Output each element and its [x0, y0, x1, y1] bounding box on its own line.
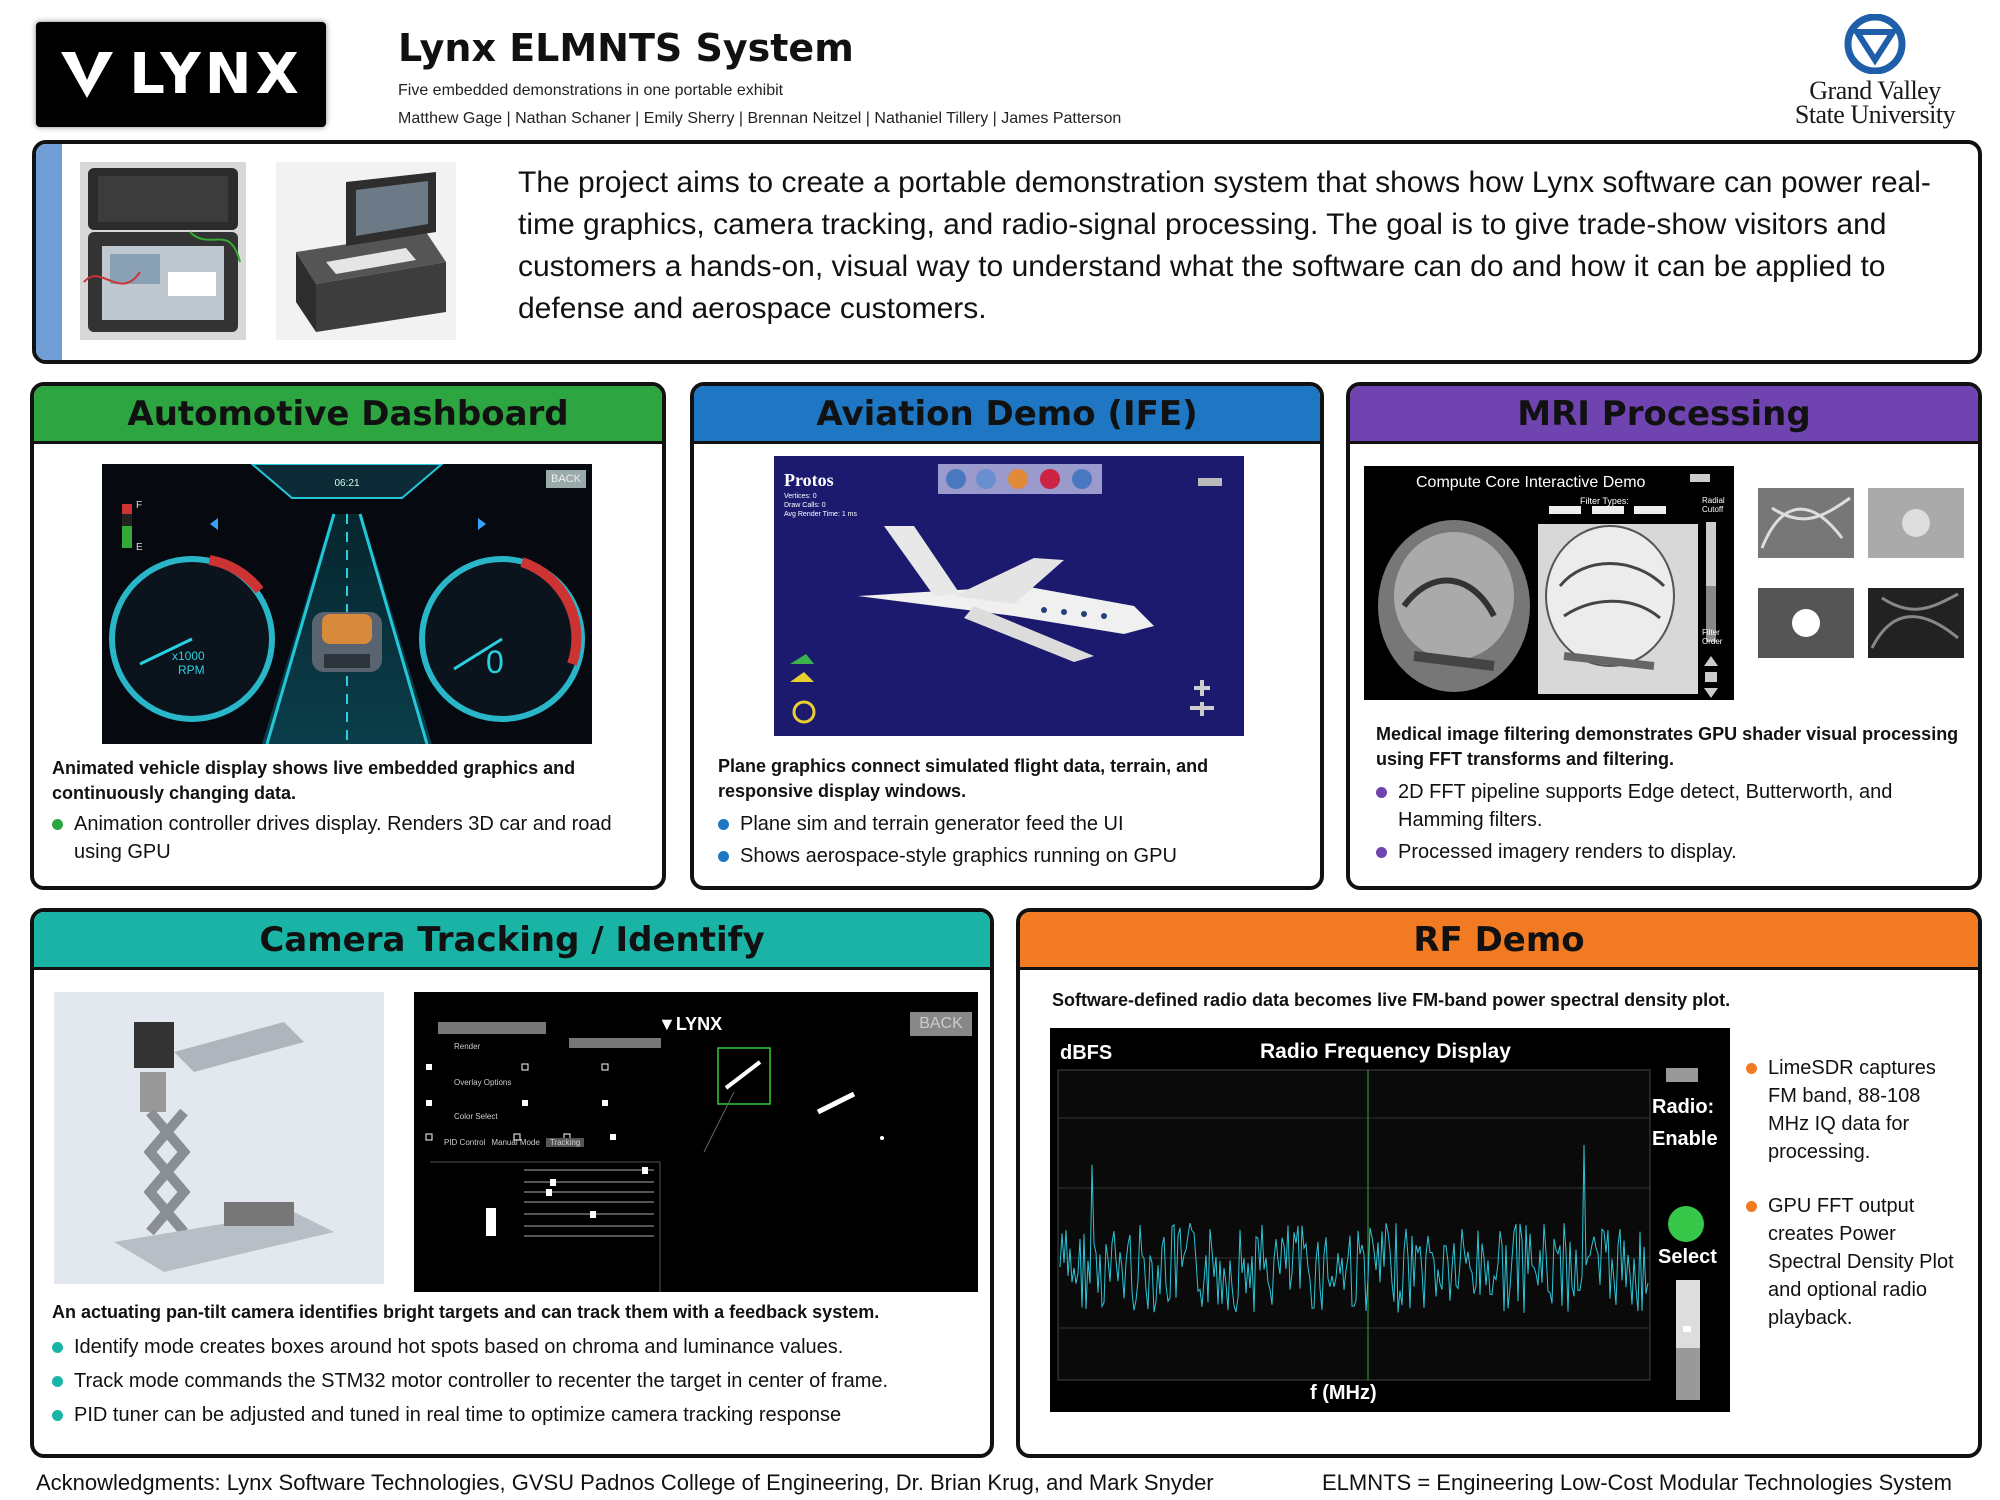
- bullet-icon: [1746, 1201, 1757, 1212]
- rf-lead: Software-defined radio data becomes live…: [1052, 990, 1731, 1010]
- list-item: Shows aerospace-style graphics running o…: [718, 842, 1308, 870]
- select-label: Select: [1658, 1246, 1717, 1268]
- speed-value: 0: [486, 644, 504, 680]
- fuel-empty-label: E: [136, 542, 143, 553]
- mri-filter-order-label: Filter Order: [1702, 628, 1723, 646]
- bullet-icon: [1376, 847, 1387, 858]
- automotive-description: Animated vehicle display shows live embe…: [52, 756, 652, 866]
- bullet-icon: [52, 819, 63, 830]
- mri-filter-types-label: Filter Types:: [1580, 496, 1629, 506]
- radio-label: Radio:: [1652, 1096, 1715, 1118]
- camera-panel: Camera Tracking / Identify: [30, 908, 994, 1458]
- rpm-unit-label: x1000: [172, 649, 205, 663]
- list-item: GPU FFT output creates Power Spectral De…: [1746, 1192, 1966, 1332]
- list-item: Animation controller drives display. Ren…: [52, 810, 652, 866]
- bullet-icon: [52, 1410, 63, 1421]
- camera-title: Camera Tracking / Identify: [34, 912, 990, 970]
- pan-tilt-camera-render: [54, 992, 384, 1284]
- author-list: Matthew Gage | Nathan Schaner | Emily Sh…: [398, 110, 1122, 127]
- render-options-label: Render: [454, 1042, 481, 1051]
- tab-manual-mode[interactable]: Manual Mode: [491, 1138, 540, 1147]
- mri-demo-screen: Compute Core Interactive Demo Filter Typ…: [1364, 466, 1734, 700]
- exhibit-case-render: [276, 162, 456, 340]
- stat-line: Draw Calls: 0: [784, 502, 826, 509]
- rf-y-axis-label: dBFS: [1060, 1042, 1113, 1064]
- mri-lead: Medical image filtering demonstrates GPU…: [1376, 724, 1959, 769]
- tracking-tab-bar: PID Control Manual Mode Tracking: [444, 1138, 585, 1147]
- dashboard-clock: 06:21: [334, 478, 360, 489]
- university-name-line1: Grand Valley: [1809, 76, 1941, 105]
- list-item: LimeSDR captures FM band, 88-108 MHz IQ …: [1746, 1054, 1966, 1166]
- bullet-icon: [718, 851, 729, 862]
- list-item: Identify mode creates boxes around hot s…: [52, 1333, 982, 1361]
- aviation-panel: Aviation Demo (IFE) Protos Verti: [690, 382, 1324, 890]
- rf-display-title: Radio Frequency Display: [1260, 1040, 1511, 1063]
- mri-screen-heading: Compute Core Interactive Demo: [1416, 474, 1646, 491]
- render-stats: Vertices: 0 Draw Calls: 0 Avg Render Tim…: [784, 492, 857, 519]
- tab-tracking[interactable]: Tracking: [545, 1138, 585, 1147]
- automotive-title: Automotive Dashboard: [34, 386, 662, 444]
- overlay-options-label: Overlay Options: [454, 1078, 512, 1087]
- lynx-v-icon: [61, 51, 114, 98]
- rf-panel: RF Demo Software-defined radio data beco…: [1016, 908, 1982, 1458]
- aviation-lead: Plane graphics connect simulated flight …: [718, 756, 1209, 801]
- camera-lead: An actuating pan-tilt camera identifies …: [52, 1302, 880, 1322]
- list-item: PID tuner can be adjusted and tuned in r…: [52, 1401, 982, 1429]
- tracking-ui-screen: ▼LYNX BACK Render Overlay Options Color …: [414, 992, 978, 1292]
- acronym-definition: ELMNTS = Engineering Low-Cost Modular Te…: [1322, 1470, 1952, 1495]
- list-item: Plane sim and terrain generator feed the…: [718, 810, 1308, 838]
- bullet-icon: [1376, 787, 1387, 798]
- intro-text: The project aims to create a portable de…: [518, 166, 1931, 325]
- list-item: 2D FFT pipeline supports Edge detect, Bu…: [1376, 778, 1966, 834]
- aviation-description: Plane graphics connect simulated flight …: [718, 754, 1308, 870]
- gvsu-logo: Grand Valley State University: [1770, 13, 1980, 129]
- rpm-label: RPM: [178, 663, 205, 677]
- fuel-full-label: F: [136, 500, 143, 511]
- exhibit-case-photo: [80, 162, 246, 340]
- lynx-logo-text: LYNX: [129, 42, 303, 107]
- aviation-app-name: Protos: [784, 470, 834, 490]
- rf-title: RF Demo: [1020, 912, 1978, 970]
- stat-line: Vertices: 0: [784, 493, 817, 500]
- mri-radial-cutoff-label: Radial Cutoff: [1702, 496, 1725, 514]
- bullet-icon: [1746, 1063, 1757, 1074]
- tab-pid-control[interactable]: PID Control: [444, 1138, 486, 1147]
- camera-description: An actuating pan-tilt camera identifies …: [52, 1300, 982, 1429]
- automotive-panel: Automotive Dashboard: [30, 382, 666, 890]
- gvsu-emblem-icon: [1844, 13, 1906, 75]
- tracking-ui-logo: ▼LYNX: [658, 1014, 723, 1034]
- stat-line: Avg Render Time: 1 ms: [784, 511, 858, 518]
- intro-box: The project aims to create a portable de…: [32, 140, 1982, 364]
- rf-x-axis-label: f (MHz): [1310, 1382, 1377, 1404]
- mri-description: Medical image filtering demonstrates GPU…: [1376, 722, 1966, 866]
- poster-subtitle: Five embedded demonstrations in one port…: [398, 82, 784, 99]
- aviation-title: Aviation Demo (IFE): [694, 386, 1320, 444]
- enable-button[interactable]: Enable: [1652, 1128, 1718, 1150]
- lynx-logo: LYNX: [36, 22, 326, 127]
- bullet-icon: [52, 1376, 63, 1387]
- intro-accent-stripe: [36, 144, 62, 360]
- poster-title: Lynx ELMNTS System: [398, 26, 854, 70]
- mri-fft-images: [1742, 478, 1968, 678]
- poster-header: Lynx ELMNTS System Five embedded demonst…: [398, 26, 1121, 128]
- bullet-icon: [52, 1342, 63, 1353]
- dashboard-back-button[interactable]: BACK: [546, 470, 586, 488]
- tracking-back-button[interactable]: BACK: [910, 1012, 972, 1036]
- aviation-demo-screen: Protos Vertices: 0 Draw Calls: 0 Avg Ren…: [774, 456, 1244, 736]
- rf-display-screen: dBFS Radio Frequency Display f (MHz) Rad…: [1050, 1028, 1730, 1412]
- list-item: Processed imagery renders to display.: [1376, 838, 1966, 866]
- color-select-label: Color Select: [454, 1112, 498, 1121]
- list-item: Track mode commands the STM32 motor cont…: [52, 1367, 982, 1395]
- mri-title: MRI Processing: [1350, 386, 1978, 444]
- automotive-lead: Animated vehicle display shows live embe…: [52, 758, 576, 803]
- automotive-dashboard-screen: BACK 06:21 F E x1000 RPM 0: [102, 464, 592, 744]
- mri-panel: MRI Processing Compute Core Interactive …: [1346, 382, 1982, 890]
- bullet-icon: [718, 819, 729, 830]
- rf-bullet-list: LimeSDR captures FM band, 88-108 MHz IQ …: [1746, 1054, 1966, 1332]
- acknowledgments: Acknowledgments: Lynx Software Technolog…: [36, 1470, 1214, 1495]
- university-name-line2: State University: [1794, 100, 1956, 129]
